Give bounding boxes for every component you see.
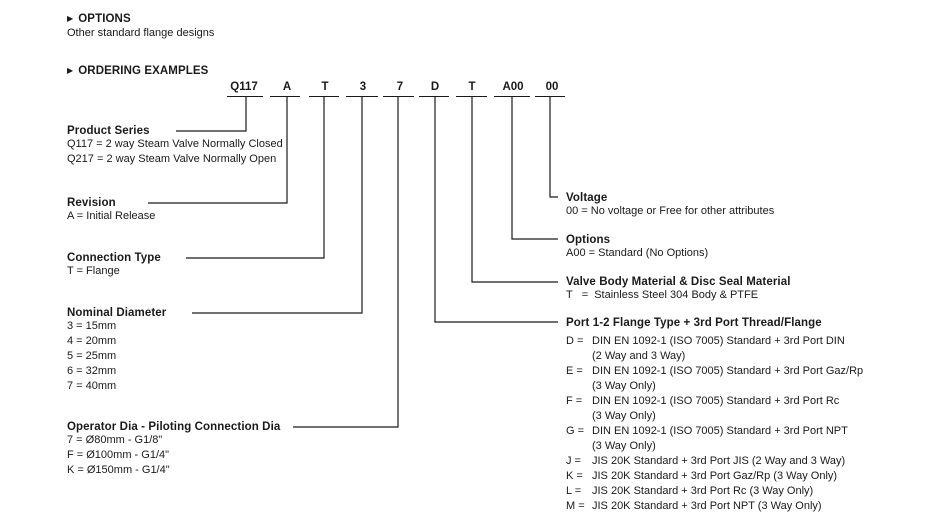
- connector-voltage: [549, 97, 558, 198]
- code-operator-dia: 7: [396, 81, 404, 93]
- section-title: Connection Type: [67, 252, 161, 264]
- list-item: G = DIN EN 1092-1 (ISO 7005) Standard + 3…: [566, 424, 863, 454]
- connector-nominal-diameter: [192, 97, 363, 314]
- connector-revision: [148, 97, 288, 204]
- section-line: K = Ø150mm - G1/4": [67, 464, 170, 476]
- section-title: Options: [566, 234, 611, 246]
- item-line: DIN EN 1092-1 (ISO 7005) Standard + 3rd …: [592, 365, 864, 377]
- code-options: A00: [502, 81, 524, 93]
- section-connection-type: Connection Type T = Flange: [67, 252, 161, 279]
- item-key: D =: [566, 335, 584, 347]
- connector-body-material: [471, 97, 558, 283]
- section-line: 6 = 32mm: [67, 365, 117, 377]
- list-item: M = JIS 20K Standard + 3rd Port NPT (3 Wa…: [566, 499, 863, 514]
- section-title: Nominal Diameter: [67, 307, 167, 319]
- list-item: D = DIN EN 1092-1 (ISO 7005) Standard + 3…: [566, 334, 863, 364]
- section-line: 7 = 40mm: [67, 380, 117, 392]
- connector-port-flange: [434, 97, 558, 323]
- item-line: (3 Way Only): [592, 380, 656, 392]
- connector-operator-dia: [293, 97, 399, 428]
- item-line: (2 Way and 3 Way): [592, 350, 686, 362]
- section-line: T = Flange: [67, 265, 120, 277]
- item-line: JIS 20K Standard + 3rd Port Gaz/Rp (3 Wa…: [592, 470, 838, 482]
- item-key: L =: [566, 485, 582, 497]
- item-line: JIS 20K Standard + 3rd Port JIS (2 Way a…: [592, 455, 846, 467]
- code-underline: [227, 96, 263, 97]
- item-key: K =: [566, 470, 583, 482]
- code-underline: [309, 96, 339, 97]
- section-title: Port 1-2 Flange Type + 3rd Port Thread/F…: [566, 317, 822, 329]
- section-line: 4 = 20mm: [67, 335, 117, 347]
- item-line: DIN EN 1092-1 (ISO 7005) Standard + 3rd …: [592, 335, 845, 347]
- list-item: J = JIS 20K Standard + 3rd Port JIS (2 Wa…: [566, 454, 863, 469]
- code-underline: [346, 96, 378, 97]
- code-revision: A: [282, 81, 292, 93]
- code-product-series: Q117: [230, 81, 258, 93]
- options-heading: ▶OPTIONS: [67, 13, 131, 25]
- section-line: A00 = Standard (No Options): [566, 247, 709, 259]
- section-title: Revision: [67, 197, 116, 209]
- code-port-flange: D: [430, 81, 440, 93]
- section-title: Voltage: [566, 192, 608, 204]
- item-key: G =: [566, 425, 585, 437]
- section-voltage: Voltage 00 = No voltage or Free for othe…: [566, 192, 774, 219]
- code-underline: [535, 96, 565, 97]
- section-operator-dia: Operator Dia - Piloting Connection Dia 7…: [67, 421, 280, 478]
- item-line: JIS 20K Standard + 3rd Port Rc (3 Way On…: [592, 485, 814, 497]
- list-item: F = DIN EN 1092-1 (ISO 7005) Standard + 3…: [566, 394, 863, 424]
- section-title: Operator Dia - Piloting Connection Dia: [67, 421, 281, 433]
- section-options: Options A00 = Standard (No Options): [566, 234, 708, 261]
- connector-connection-type: [186, 97, 325, 259]
- triangle-right-icon: ▶: [67, 66, 74, 75]
- code-underline: [494, 96, 530, 97]
- options-text: Other standard flange designs: [67, 27, 215, 39]
- connector-options: [511, 97, 558, 240]
- item-line: DIN EN 1092-1 (ISO 7005) Standard + 3rd …: [592, 395, 840, 407]
- item-line: DIN EN 1092-1 (ISO 7005) Standard + 3rd …: [592, 425, 848, 437]
- list-item: L = JIS 20K Standard + 3rd Port Rc (3 Way…: [566, 484, 863, 499]
- triangle-right-icon: ▶: [67, 14, 74, 23]
- section-line: 3 = 15mm: [67, 320, 117, 332]
- ordering-heading: ▶ORDERING EXAMPLES: [67, 65, 209, 77]
- item-key: F =: [566, 395, 583, 407]
- code-voltage: 00: [545, 81, 559, 93]
- code-body-material: T: [468, 81, 476, 93]
- code-connection-type: T: [321, 81, 329, 93]
- code-underline: [456, 96, 487, 97]
- connector-product-series: [176, 97, 247, 132]
- section-line: Q217 = 2 way Steam Valve Normally Open: [67, 153, 277, 165]
- code-underline: [419, 96, 449, 97]
- item-key: M =: [566, 500, 585, 512]
- section-title: Product Series: [67, 125, 150, 137]
- code-underline: [270, 96, 300, 97]
- section-line: T = Stainless Steel 304 Body & PTFE: [566, 289, 759, 301]
- section-line: 5 = 25mm: [67, 350, 117, 362]
- section-line: F = Ø100mm - G1/4": [67, 449, 170, 461]
- item-line: (3 Way Only): [592, 440, 656, 452]
- section-line: A = Initial Release: [67, 210, 156, 222]
- section-product-series: Product Series Q117 = 2 way Steam Valve …: [67, 125, 283, 167]
- section-port-flange: Port 1-2 Flange Type + 3rd Port Thread/F…: [566, 317, 863, 514]
- code-underline: [383, 96, 414, 97]
- code-nominal-diameter: 3: [359, 81, 367, 93]
- section-nominal-diameter: Nominal Diameter 3 = 15mm 4 = 20mm 5 = 2…: [67, 307, 166, 394]
- section-line: 7 = Ø80mm - G1/8": [67, 434, 163, 446]
- section-title: Valve Body Material & Disc Seal Material: [566, 276, 791, 288]
- section-line: 00 = No voltage or Free for other attrib…: [566, 205, 775, 217]
- item-line: JIS 20K Standard + 3rd Port NPT (3 Way O…: [592, 500, 822, 512]
- item-key: J =: [566, 455, 581, 467]
- section-revision: Revision A = Initial Release: [67, 197, 155, 224]
- section-body-material: Valve Body Material & Disc Seal Material…: [566, 276, 791, 303]
- list-item: K = JIS 20K Standard + 3rd Port Gaz/Rp (3…: [566, 469, 863, 484]
- item-line: (3 Way Only): [592, 410, 656, 422]
- item-key: E =: [566, 365, 583, 377]
- section-line: Q117 = 2 way Steam Valve Normally Closed: [67, 138, 283, 150]
- list-item: E = DIN EN 1092-1 (ISO 7005) Standard + 3…: [566, 364, 863, 394]
